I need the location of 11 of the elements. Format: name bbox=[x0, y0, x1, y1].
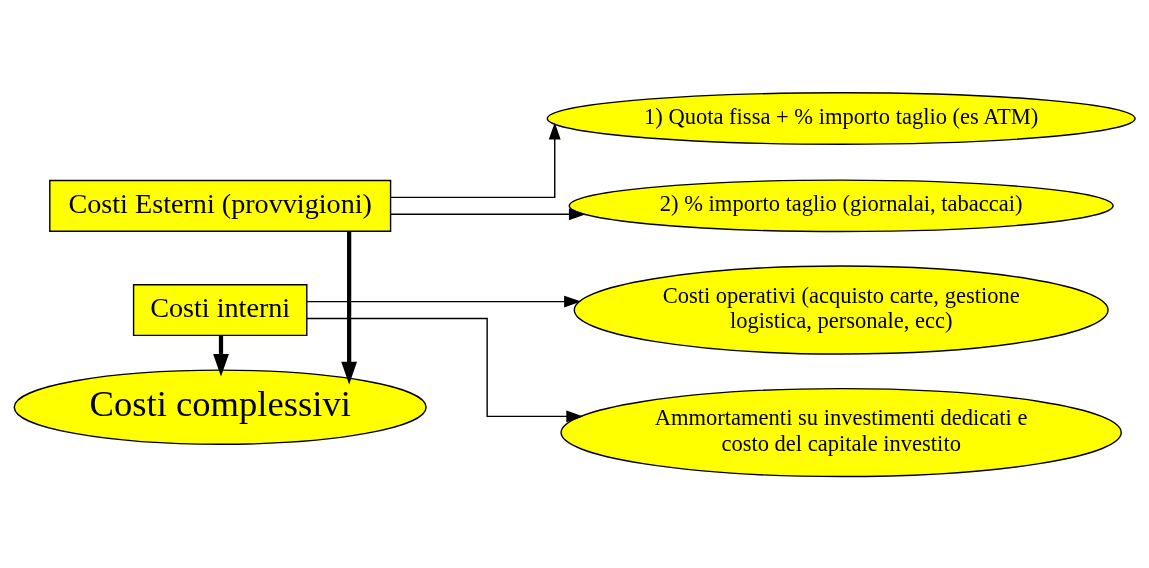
arrow bbox=[306, 295, 582, 307]
node-ellipse: Costi complessivi bbox=[13, 368, 427, 445]
arrow bbox=[341, 230, 358, 384]
node-box: Costi Esterni (provvigioni) bbox=[49, 179, 392, 232]
arrow bbox=[390, 207, 586, 220]
arrow bbox=[306, 317, 584, 422]
node-ellipse: Costi operativi (acquisto carte, gestione logistica, personale, ecc) bbox=[573, 264, 1109, 355]
arrow bbox=[390, 122, 561, 198]
node-box: Costi interni bbox=[132, 283, 308, 336]
arrow bbox=[213, 335, 229, 377]
node-ellipse: Ammortamenti su investimenti dedicati e costo del capitale investito bbox=[560, 387, 1122, 477]
